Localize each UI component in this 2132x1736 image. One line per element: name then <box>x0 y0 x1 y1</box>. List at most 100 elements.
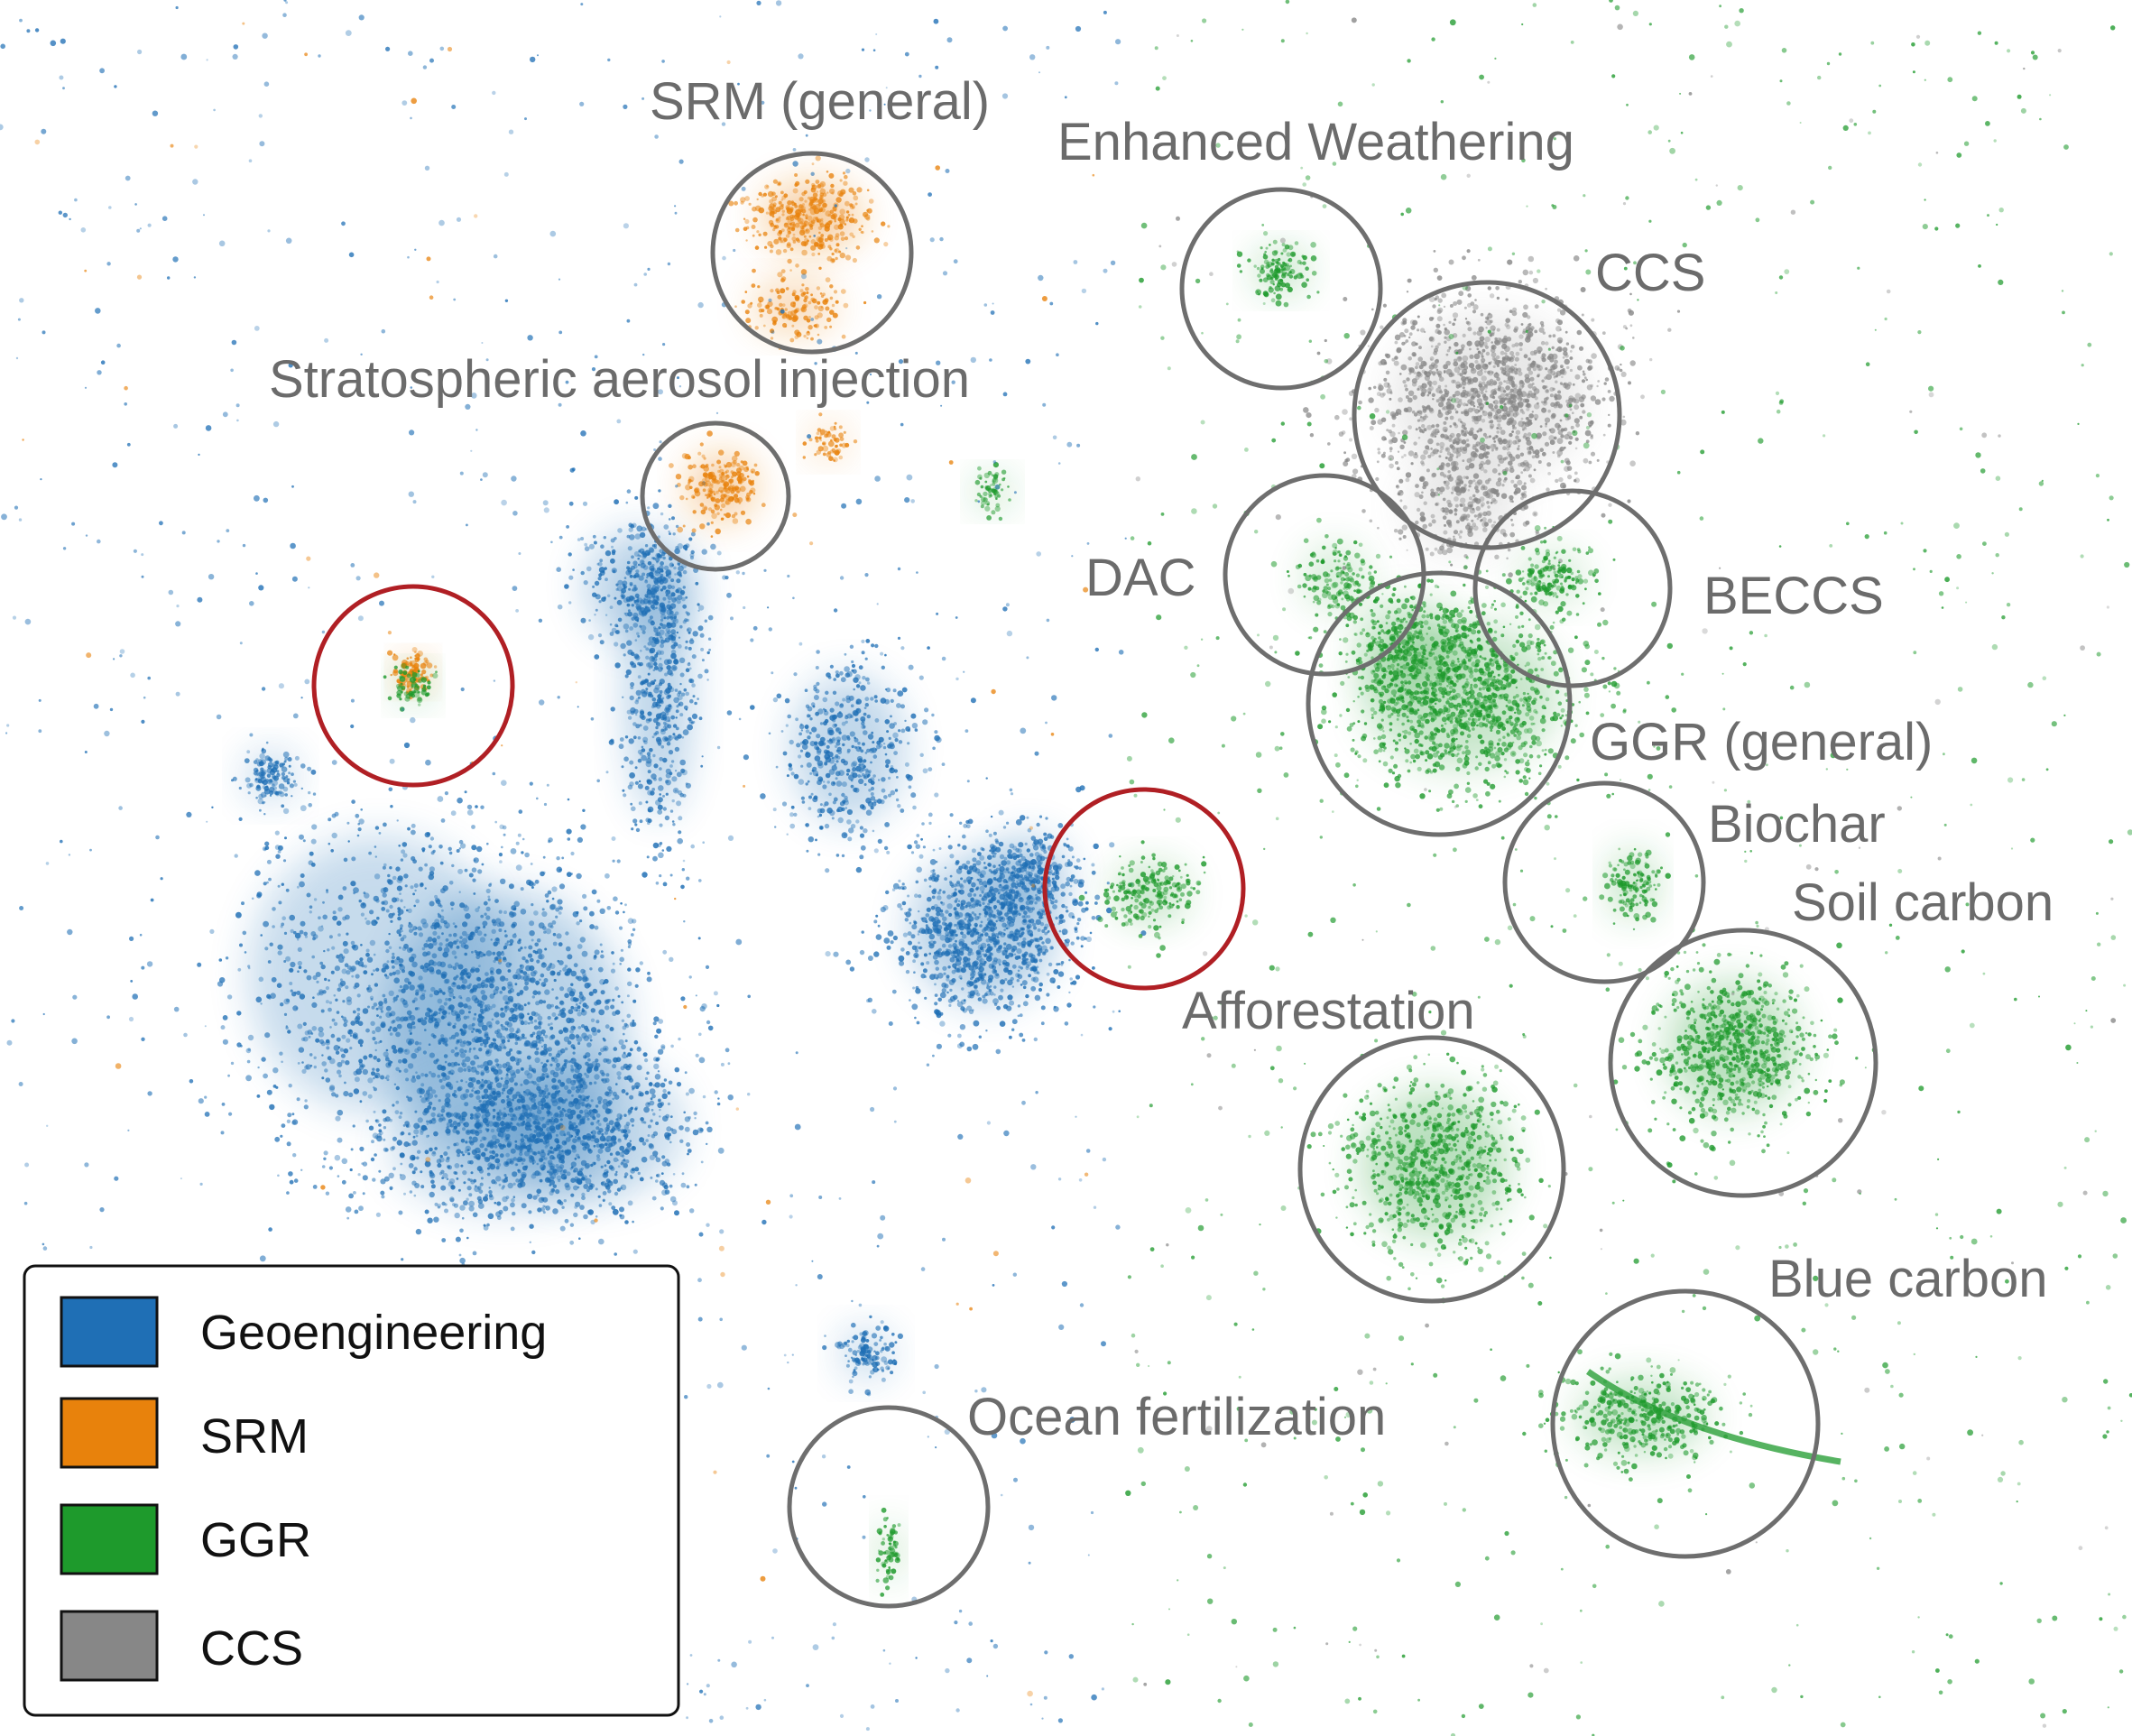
node-dot <box>907 728 911 733</box>
node-dot <box>620 1066 625 1071</box>
node-dot <box>299 881 305 888</box>
cluster-cloud <box>249 836 509 1113</box>
node-dot <box>542 1116 546 1120</box>
node-dot <box>324 977 328 982</box>
node-dot <box>247 1048 251 1051</box>
node-dot <box>673 566 677 570</box>
node-dot <box>901 687 908 693</box>
node-dot <box>509 1086 514 1092</box>
node-dot <box>395 1016 401 1022</box>
node-dot <box>289 1179 294 1185</box>
node-dot <box>595 1215 598 1218</box>
node-dot <box>400 1131 404 1136</box>
node-dot <box>510 1202 515 1208</box>
node-dot <box>608 1165 614 1170</box>
node-dot <box>371 973 374 976</box>
node-dot <box>406 1095 409 1099</box>
node-dot <box>570 873 573 875</box>
node-dot <box>503 833 506 836</box>
node-dot <box>1084 891 1088 894</box>
node-dot <box>595 1187 598 1191</box>
node-dot <box>440 1169 445 1175</box>
node-dot <box>409 947 413 952</box>
node-dot <box>1030 976 1036 982</box>
node-dot <box>404 977 410 983</box>
node-dot <box>653 777 657 781</box>
node-dot <box>647 1134 651 1137</box>
node-dot <box>392 1000 396 1003</box>
node-dot <box>535 1125 541 1131</box>
node-dot <box>388 787 393 792</box>
node-dot <box>939 992 946 999</box>
node-dot <box>473 892 476 895</box>
node-dot <box>579 937 586 943</box>
node-dot <box>376 1057 381 1063</box>
node-dot <box>576 1137 582 1142</box>
node-dot <box>569 1240 575 1245</box>
node-dot <box>504 1027 509 1031</box>
node-dot <box>456 1080 459 1084</box>
node-dot <box>549 1150 553 1154</box>
node-dot <box>510 848 517 854</box>
node-dot <box>583 1184 589 1189</box>
node-dot <box>479 1019 483 1023</box>
node-dot <box>695 1053 699 1057</box>
node-dot <box>668 531 670 533</box>
node-dot <box>632 928 636 932</box>
node-dot <box>529 1015 533 1020</box>
node-dot <box>333 1045 340 1051</box>
node-dot <box>595 1058 599 1063</box>
node-dot <box>549 1063 553 1067</box>
node-dot <box>512 1113 516 1118</box>
node-dot <box>478 1168 485 1174</box>
node-dot <box>645 757 652 764</box>
node-dot <box>260 1002 263 1005</box>
node-dot <box>648 547 654 553</box>
node-dot <box>807 735 811 740</box>
node-dot <box>576 1009 578 1012</box>
node-dot <box>614 1252 617 1256</box>
node-dot <box>437 1205 441 1209</box>
node-dot <box>466 975 471 979</box>
node-dot <box>836 712 844 718</box>
node-dot <box>631 827 634 831</box>
node-dot <box>519 990 524 994</box>
node-dot <box>596 1095 603 1102</box>
node-dot <box>928 876 932 881</box>
node-dot <box>487 895 491 899</box>
node-dot <box>326 1046 330 1050</box>
node-dot <box>870 792 874 796</box>
node-dot <box>367 1077 374 1084</box>
node-dot <box>463 1200 468 1206</box>
node-dot <box>521 1008 524 1011</box>
node-dot <box>663 616 667 620</box>
node-dot <box>903 911 908 915</box>
node-dot <box>665 568 672 576</box>
node-dot <box>313 898 318 901</box>
node-dot <box>355 1015 361 1020</box>
node-dot <box>927 646 930 650</box>
node-dot <box>431 937 438 943</box>
node-dot <box>580 570 585 576</box>
node-dot <box>515 864 522 871</box>
node-dot <box>862 742 865 746</box>
node-dot <box>874 699 878 703</box>
node-dot <box>947 835 951 838</box>
node-dot <box>680 1182 687 1188</box>
node-dot <box>532 1121 537 1125</box>
node-dot <box>619 956 624 963</box>
node-dot <box>524 958 529 963</box>
node-dot <box>490 938 493 941</box>
node-dot <box>614 1191 619 1196</box>
node-dot <box>647 711 652 716</box>
node-dot <box>996 958 1001 965</box>
node-dot <box>429 993 433 998</box>
node-dot <box>454 962 459 967</box>
node-dot <box>473 1178 477 1183</box>
node-dot <box>370 1020 375 1027</box>
node-dot <box>1050 900 1055 905</box>
node-dot <box>489 993 495 999</box>
node-dot <box>851 663 856 669</box>
node-dot <box>888 793 891 798</box>
